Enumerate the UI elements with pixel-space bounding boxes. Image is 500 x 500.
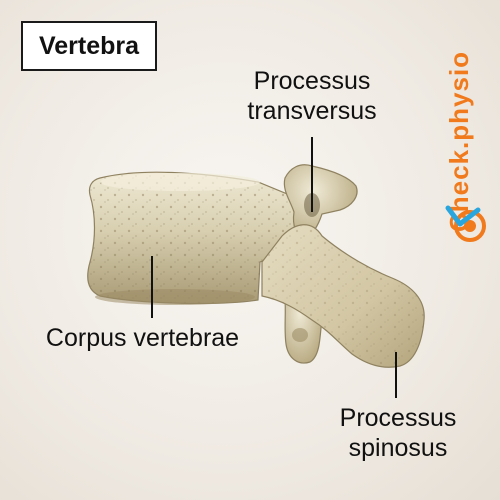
- brand-logo-icon: [445, 205, 486, 242]
- processus-spinosus-shape: [261, 224, 425, 368]
- label-processus-transversus: Processus transversus: [232, 66, 392, 126]
- label-corpus-vertebrae: Corpus vertebrae: [45, 324, 240, 352]
- leader-line-corpus-vertebrae: [151, 256, 153, 318]
- leader-line-processus-transversus: [311, 137, 313, 212]
- label-processus-spinosus-line1: Processus: [339, 404, 457, 432]
- corpus-vertebrae-shape: [87, 171, 301, 305]
- diagram-title: Vertebra: [21, 21, 157, 71]
- label-processus-spinosus: Processus spinosus: [318, 403, 478, 463]
- label-processus-spinosus-line2: spinosus: [348, 434, 448, 462]
- label-processus-transversus-line2: transversus: [247, 97, 377, 125]
- label-processus-transversus-line1: Processus: [253, 67, 371, 95]
- leader-line-processus-spinosus: [395, 352, 397, 398]
- brand-logo-text: Check.physio: [444, 50, 474, 232]
